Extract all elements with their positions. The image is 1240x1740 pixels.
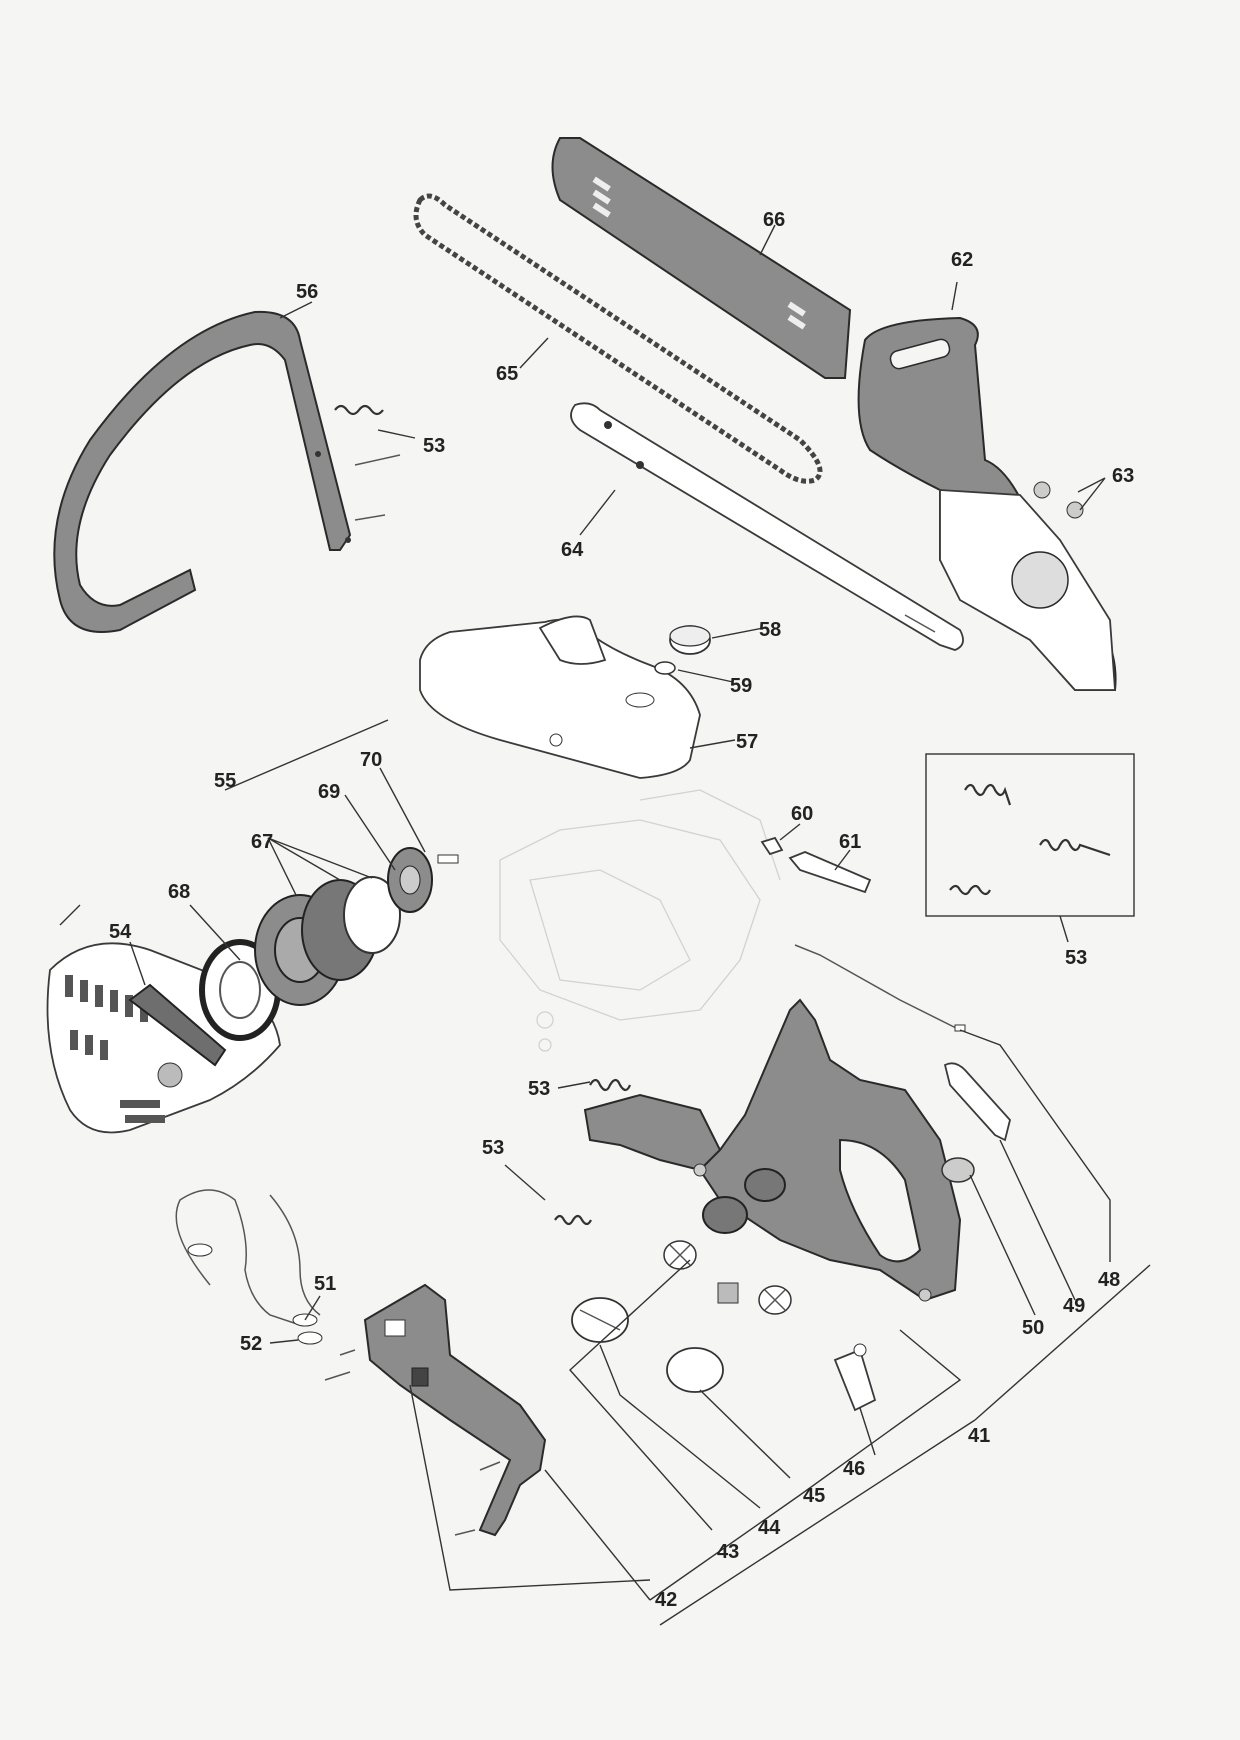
- label-43: 43: [717, 1541, 739, 1563]
- spring-part-top: [334, 404, 401, 521]
- spring-part-mid: [554, 1078, 632, 1226]
- label-53-mid: 53: [528, 1078, 550, 1100]
- label-49: 49: [1063, 1295, 1085, 1317]
- primer-bulb-part: [941, 1157, 975, 1183]
- top-cover-part: [419, 615, 701, 779]
- label-53-top: 53: [423, 435, 445, 457]
- label-68: 68: [168, 881, 190, 903]
- throttle-link-part: [760, 836, 872, 894]
- leader-lines: [59, 224, 1151, 1626]
- label-41: 41: [968, 1425, 990, 1447]
- label-53-lower: 53: [482, 1137, 504, 1159]
- oil-cap-part: [654, 625, 711, 675]
- label-70: 70: [360, 749, 382, 771]
- label-57: 57: [736, 731, 758, 753]
- label-46: 46: [843, 1458, 865, 1480]
- label-61: 61: [839, 831, 861, 853]
- oil-cap-lower-part: [666, 1282, 792, 1393]
- label-63: 63: [1112, 465, 1134, 487]
- fuel-cap-part: [571, 1240, 697, 1343]
- flywheel-cap-part: [387, 847, 459, 913]
- label-59: 59: [730, 675, 752, 697]
- guide-bar-part: [570, 402, 964, 651]
- ignition-cable-part: [175, 1189, 323, 1345]
- front-handle-part: [53, 310, 352, 633]
- label-56: 56: [296, 281, 318, 303]
- label-42: 42: [655, 1589, 677, 1611]
- sprocket-cover-part: [857, 316, 1117, 691]
- throttle-cable-part: [794, 944, 966, 1032]
- label-62: 62: [951, 249, 973, 271]
- throttle-trigger-part: [943, 1062, 1011, 1142]
- rear-handle-housing-part: [583, 998, 962, 1302]
- label-69: 69: [318, 781, 340, 803]
- label-60: 60: [791, 803, 813, 825]
- switch-plate-part: [833, 1343, 877, 1412]
- part-labels: 56 53 66 62 63 65 64 58 59 57 70 69 55 6…: [109, 209, 1134, 1611]
- label-58: 58: [759, 619, 781, 641]
- starter-pulley-part: [254, 876, 401, 1006]
- label-66: 66: [763, 209, 785, 231]
- label-44: 44: [758, 1517, 781, 1539]
- saw-chain-part: [413, 193, 823, 484]
- rear-handle-part: [324, 1283, 547, 1537]
- spring-kit-box: [925, 753, 1135, 917]
- label-55: 55: [214, 770, 236, 792]
- label-52: 52: [240, 1333, 262, 1355]
- bar-scabbard-part: [551, 137, 852, 379]
- label-67: 67: [251, 831, 273, 853]
- label-54: 54: [109, 921, 132, 943]
- label-50: 50: [1022, 1317, 1044, 1339]
- engine-ghost-outline: [499, 789, 781, 1052]
- label-48: 48: [1098, 1269, 1120, 1291]
- label-51: 51: [314, 1273, 336, 1295]
- label-45: 45: [803, 1485, 825, 1507]
- label-65: 65: [496, 363, 518, 385]
- label-53-box: 53: [1065, 947, 1087, 969]
- label-64: 64: [561, 539, 584, 561]
